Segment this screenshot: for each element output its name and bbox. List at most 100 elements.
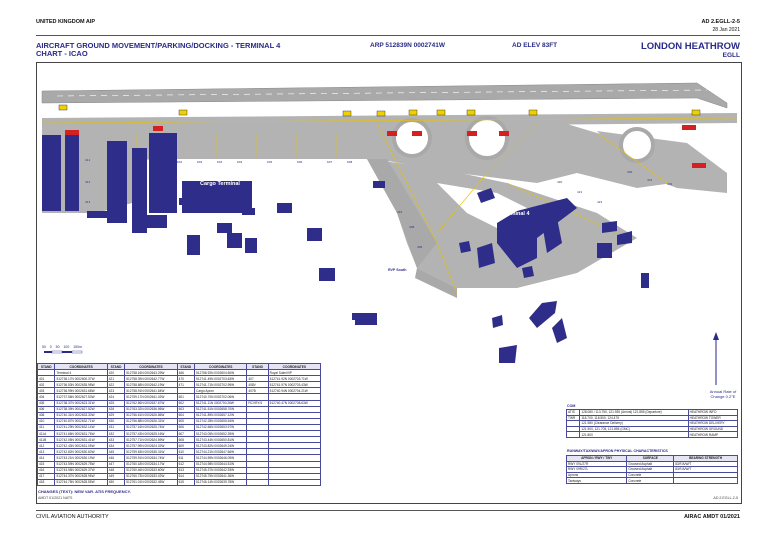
taxiway-loop-3 [619,127,655,163]
table-cell: TWR [565,414,581,422]
aip-label: UNITED KINGDOM AIP [36,19,96,25]
svg-text:406: 406 [417,245,423,249]
doc-date: 28 Jan 2021 [712,27,740,33]
table-cell: HEATHROW GROUND [687,425,739,433]
svg-text:602: 602 [197,160,203,164]
svg-text:601: 601 [177,160,183,164]
table-cell: HEATHROW DELIVERY [687,420,739,427]
arp-coordinates: ARP 512839N 0002741W [370,42,446,49]
scale-label-2: 50 [55,345,60,349]
table-cell: 83/F/A/W/T [673,460,738,468]
footer-amendment: AIRAC AMDT 01/2021 [683,514,740,520]
table-cell: Concrete [626,477,675,484]
table-row: 121.900, 121.705, 121.855 (GMC)HEATHROW … [565,425,739,433]
table-cell: HEATHROW TOWER [687,414,739,422]
scale-label-0: 50 [42,345,46,349]
table-cell: RWY 09L/27R [565,460,628,468]
table-cell [673,471,738,479]
table-cell [565,431,581,438]
svg-text:603: 603 [217,160,223,164]
footer-rule [36,510,740,511]
svg-text:408: 408 [409,225,415,229]
svg-text:410: 410 [397,210,403,214]
svg-text:421: 421 [577,190,583,194]
signs [58,104,701,117]
table-row: 121.980 (Clearance Delivery)HEATHROW DEL… [565,420,739,427]
runway-centreline [56,89,708,97]
chart-frame [36,62,742,504]
surface-table-header: BEARING STRENGTH [673,455,738,462]
frame-footer-left: AMDT 01/2021 NATS [38,496,73,500]
doc-ref: AD 2.EGLL-2-5 [701,19,740,25]
table-cell: 121.800 [579,431,689,438]
scale-label-4: 150m [73,345,82,349]
svg-text:420: 420 [557,180,563,184]
table-cell: 615 [176,478,196,486]
table-cell: Concrete [626,471,675,479]
table-cell: HEATHROW RAMP [687,431,739,438]
table-cell [565,425,581,433]
scale-labels: 50 0 50 100 150m [42,345,82,349]
table-cell: HEATHROW INFO [687,409,739,416]
svg-text:606: 606 [297,160,303,164]
buildings [42,133,649,363]
svg-text:431: 431 [647,178,653,182]
runway-label: RWY 09R/27L [388,73,437,80]
svg-text:607: 607 [327,160,333,164]
scale-bar [44,350,83,354]
table-cell: 418 [36,478,56,486]
chart-subtitle: CHART - ICAO [36,49,88,58]
svg-text:608: 608 [347,160,353,164]
table-cell [246,478,269,486]
svg-text:605: 605 [267,160,273,164]
com-title: COM [567,404,576,408]
svg-text:411: 411 [85,158,91,162]
aerodrome-elevation: AD ELEV 83FT [512,42,558,49]
frame-footer-right: AD 2.EGLL-2-5 [713,496,738,500]
chart-title: AIRCRAFT GROUND MOVEMENT/PARKING/DOCKING… [36,41,281,50]
runway-strip [41,82,728,109]
svg-text:413: 413 [85,200,91,204]
hold-markers [65,125,706,168]
scale-label-1: 0 [49,345,52,349]
svg-text:430: 430 [627,170,633,174]
airport-icao: EGLL [722,52,740,59]
taxiway-loop-1 [392,118,432,158]
surface-table-header: APRON / RWY / TWY [565,455,628,462]
variation-label: Annual Rate of Change 0.2°E [709,389,737,399]
changes-note: CHANGES (TEXT): NEW VAR. ATIS FREQUENCY. [38,489,131,494]
terminal4-label: Terminal 4 [502,211,530,217]
south-taxiway [415,268,457,298]
surface-table-header: SURFACE [626,455,675,462]
cargo-terminal-label: Cargo Terminal [200,181,240,187]
svg-text:604: 604 [237,160,243,164]
surface-title: RUNWAY/TAXIWAY/APRON PHYSICAL CHARACTERI… [567,449,668,453]
header-rule [36,35,740,36]
footer-authority: CIVIL AVIATION AUTHORITY [36,514,109,520]
main-apron [42,121,687,188]
table-cell [565,420,581,427]
table-cell: 450 [106,478,126,486]
table-cell: Grooved Asphalt [626,460,675,468]
north-arrow-icon [713,332,719,385]
table-cell [673,477,738,484]
rvp-label: RVP South [388,268,407,272]
scale-label-3: 100 [63,345,70,349]
airport-name: LONDON HEATHROW [640,41,740,52]
svg-text:432: 432 [667,182,673,186]
table-cell: ATIS [565,409,581,416]
